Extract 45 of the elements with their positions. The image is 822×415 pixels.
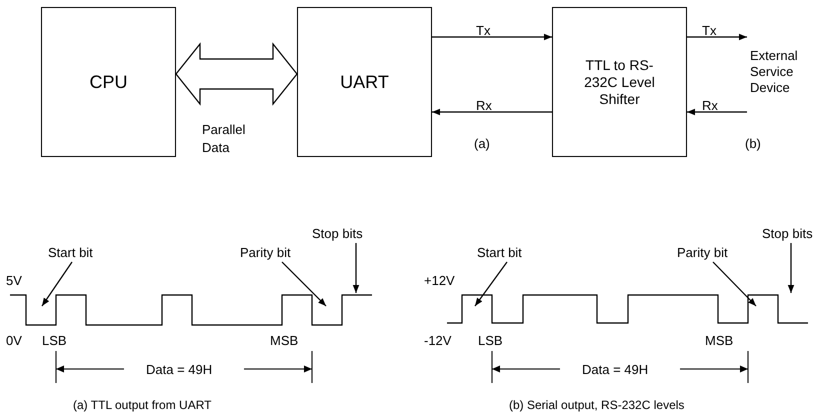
edge-label: Rx: [476, 98, 492, 113]
voltage-label: -12V: [424, 333, 452, 348]
waveform: [10, 294, 372, 326]
panel-tag: (a): [474, 136, 490, 151]
edge-label: Parallel Data: [202, 121, 246, 157]
arrow: [432, 34, 552, 40]
block-arrow: [175, 42, 298, 106]
voltage-label: 5V: [6, 273, 22, 288]
voltage-label: 0V: [6, 333, 22, 348]
arrow: [282, 262, 326, 306]
arrow: [687, 108, 747, 116]
arrow: [352, 243, 360, 293]
device-label: External Service Device: [750, 44, 822, 100]
edge-label: Rx: [702, 98, 718, 113]
arrow: [42, 262, 72, 306]
block-label: TTL to RS-232C Level Shifter: [583, 56, 656, 108]
bit-label: MSB: [270, 333, 298, 348]
arrow: [712, 262, 756, 306]
callout-text: Parity bit: [677, 245, 743, 261]
dimension-label: Data = 49H: [146, 362, 212, 377]
block-box: [297, 7, 432, 157]
arrow: [788, 243, 794, 293]
arrow: [687, 34, 747, 40]
callout-text: Stop bits: [762, 226, 822, 242]
arrow: [432, 108, 552, 116]
voltage-label: +12V: [424, 273, 455, 288]
block-box: [41, 7, 176, 157]
edge-label: Tx: [702, 23, 716, 38]
callout-text: Start bit: [48, 245, 108, 261]
waveform: [447, 294, 808, 324]
callout-text: Stop bits: [312, 226, 372, 242]
block-label: UART: [339, 72, 390, 92]
block-box: [552, 7, 687, 157]
block-label: CPU: [88, 72, 128, 92]
caption: (b) Serial output, RS-232C levels: [509, 398, 684, 413]
bit-label: LSB: [42, 333, 67, 348]
bit-label: MSB: [705, 333, 734, 348]
arrow: [474, 262, 508, 306]
dimension-label: Data = 49H: [582, 362, 648, 377]
panel-tag: (b): [745, 136, 761, 151]
caption: (a) TTL output from UART: [73, 398, 212, 413]
edge-label: Tx: [476, 23, 490, 38]
bit-label: LSB: [478, 333, 503, 348]
callout-text: Parity bit: [240, 245, 306, 261]
callout-text: Start bit: [477, 245, 537, 261]
